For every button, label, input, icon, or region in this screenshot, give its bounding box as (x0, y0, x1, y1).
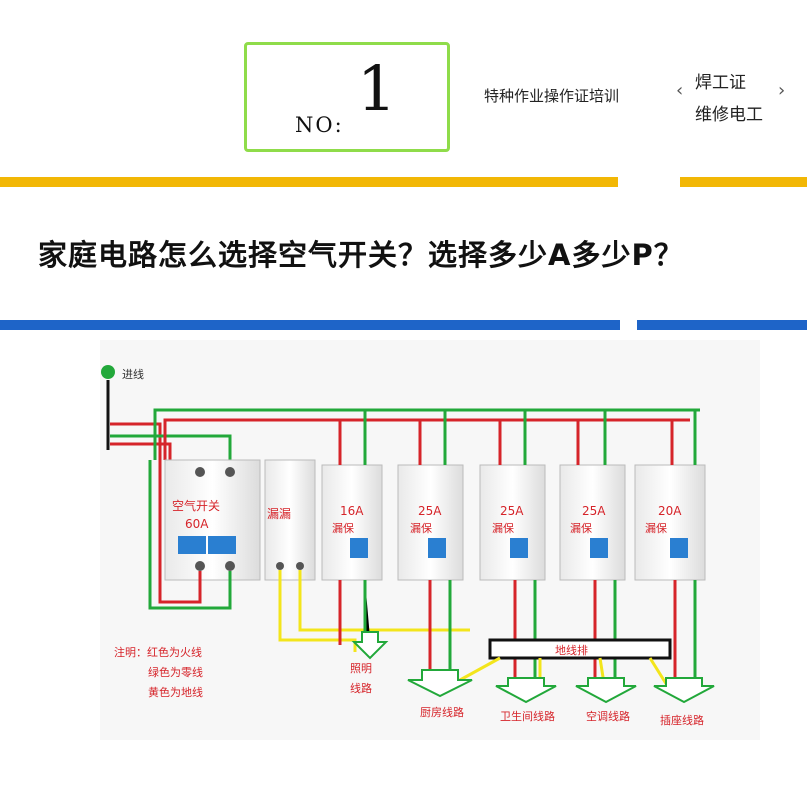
leakage-terminal-icon (296, 562, 304, 570)
circuit-label-ac: 空调线路 (586, 709, 630, 723)
course-title: 特种作业操作证培训 (484, 87, 620, 105)
main-breaker-label: 空气开关 (172, 498, 220, 513)
circuit-label-lighting: 照明 (350, 662, 372, 675)
page-title: 家庭电路怎么选择空气开关？选择多少A多少P？ (38, 238, 684, 272)
branch-breaker-3: 25A 漏保 (479, 410, 546, 685)
yellow-divider-left (0, 177, 618, 187)
arrow-ac-icon (575, 677, 637, 704)
main-out-neutral (148, 460, 232, 610)
wiring-diagram: 进线 空气开关 60A 漏漏 16A 漏保 25A 漏保 (100, 340, 760, 740)
number-label: NO: (295, 113, 344, 137)
inlet-live-wire (110, 422, 162, 460)
leakage-unit-body (264, 459, 316, 581)
main-breaker-terminal-icon (195, 467, 205, 477)
number-badge-box (244, 42, 450, 152)
main-breaker-terminal-icon (195, 561, 205, 571)
chevron-right-icon[interactable]: › (778, 80, 786, 101)
cert-option-electrician[interactable]: 维修电工 (695, 105, 763, 125)
main-breaker-switch-left (178, 536, 206, 554)
circuit-label-bath: 卫生间线路 (500, 709, 555, 723)
inlet-label: 进线 (122, 367, 144, 381)
main-breaker-terminal-icon (225, 467, 235, 477)
breaker-rating: 20A (658, 504, 682, 518)
breaker-type: 漏保 (332, 521, 354, 535)
branch-breakers: 16A 漏保 25A 漏保 25A 漏保 25A 漏保 (321, 410, 706, 685)
breaker-rating: 25A (582, 504, 606, 518)
breaker-rating: 25A (500, 504, 524, 518)
blue-divider-right (637, 320, 807, 330)
breaker-type: 漏保 (492, 521, 514, 535)
branch-breaker-1: 16A 漏保 (321, 410, 383, 645)
breaker-type: 漏保 (645, 521, 667, 535)
note-head: 注明：红色为火线 (114, 645, 202, 659)
main-breaker-switch-right (208, 536, 236, 554)
note-line-3: 黄色为地线 (148, 685, 203, 699)
breaker-rating: 25A (418, 504, 442, 518)
branch-breaker-2: 25A 漏保 (397, 410, 464, 675)
breaker-type: 漏保 (410, 521, 432, 535)
neutral-bus-top (153, 408, 700, 460)
inlet-terminal-icon (101, 365, 115, 379)
arrow-bath-icon (495, 677, 557, 704)
arrow-kitchen-icon (407, 669, 473, 698)
leakage-terminal-icon (276, 562, 284, 570)
breaker-type: 漏保 (570, 521, 592, 535)
branch-breaker-4: 25A 漏保 (559, 410, 626, 685)
ground-bar-label: 地线排 (555, 643, 588, 657)
yellow-divider-right (680, 177, 807, 187)
arrow-socket-icon (653, 677, 715, 704)
ground-wire-main (298, 570, 470, 632)
branch-breaker-5: 20A 漏保 (634, 410, 706, 685)
ground-bar (488, 638, 672, 660)
ground-wire-lighting (278, 570, 357, 652)
chevron-left-icon[interactable]: ‹ (676, 80, 684, 101)
main-out-live (158, 460, 202, 604)
circuit-label-lighting-2: 线路 (350, 681, 372, 695)
breaker-rating: 16A (340, 504, 364, 518)
inlet-neutral-wire (110, 434, 232, 460)
arrow-lighting-icon (351, 631, 389, 660)
main-breaker-body (164, 459, 261, 581)
inlet-live-wire-2 (110, 442, 172, 460)
leakage-unit-label: 漏漏 (267, 507, 291, 521)
main-breaker-terminal-icon (225, 561, 235, 571)
live-bus-top (163, 418, 690, 460)
note-line-2: 绿色为零线 (148, 665, 203, 679)
ground-wire-kitchen (459, 656, 501, 682)
cert-option-welder[interactable]: 焊工证 (695, 73, 746, 93)
circuit-label-kitchen: 厨房线路 (420, 705, 464, 719)
circuit-label-socket: 插座线路 (660, 713, 704, 727)
number-value: 1 (357, 52, 397, 125)
main-breaker-rating: 60A (185, 517, 209, 531)
blue-divider-left (0, 320, 620, 330)
